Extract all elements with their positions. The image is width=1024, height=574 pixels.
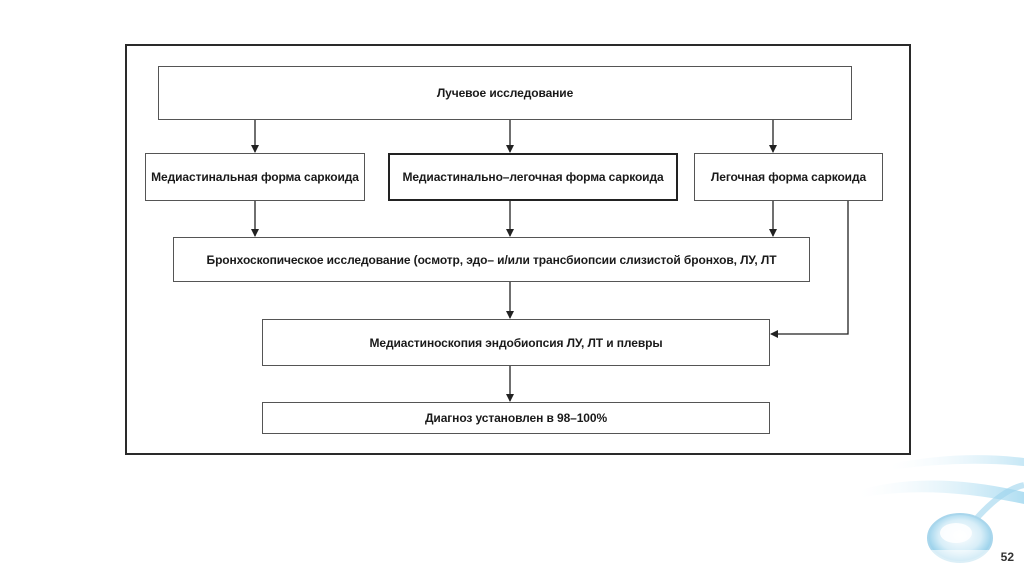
node-radiology-label: Лучевое исследование [436, 86, 574, 100]
node-mediastinal-form: Медиастинальная форма саркоида [145, 153, 365, 201]
node-radiology: Лучевое исследование [158, 66, 852, 120]
node-mediastinoscopy-label: Медиастиноскопия эндобиопсия ЛУ, ЛТ и пл… [369, 335, 663, 350]
node-mediastinal-form-label: Медиастинальная форма саркоида [151, 170, 359, 184]
arrow-pulmonary-to-mediastinoscopy [770, 201, 849, 338]
node-mediastinal-pulmonary-form: Медиастинально–легочная форма саркоида [388, 153, 678, 201]
page-number: 52 [1000, 550, 1014, 564]
node-pulmonary-form-label: Легочная форма саркоида [710, 170, 867, 184]
node-diagnosis: Диагноз установлен в 98–100% [262, 402, 770, 434]
stethoscope-decoration-icon [820, 455, 1024, 574]
node-bronchoscopy: Бронхоскопическое исследование (осмотр, … [173, 237, 810, 282]
node-diagnosis-label: Диагноз установлен в 98–100% [424, 411, 608, 425]
node-mediastinoscopy: Медиастиноскопия эндобиопсия ЛУ, ЛТ и пл… [262, 319, 770, 366]
node-pulmonary-form: Легочная форма саркоида [694, 153, 883, 201]
node-bronchoscopy-label: Бронхоскопическое исследование (осмотр, … [206, 252, 777, 267]
node-mediastinal-pulmonary-form-label: Медиастинально–легочная форма саркоида [402, 170, 664, 184]
